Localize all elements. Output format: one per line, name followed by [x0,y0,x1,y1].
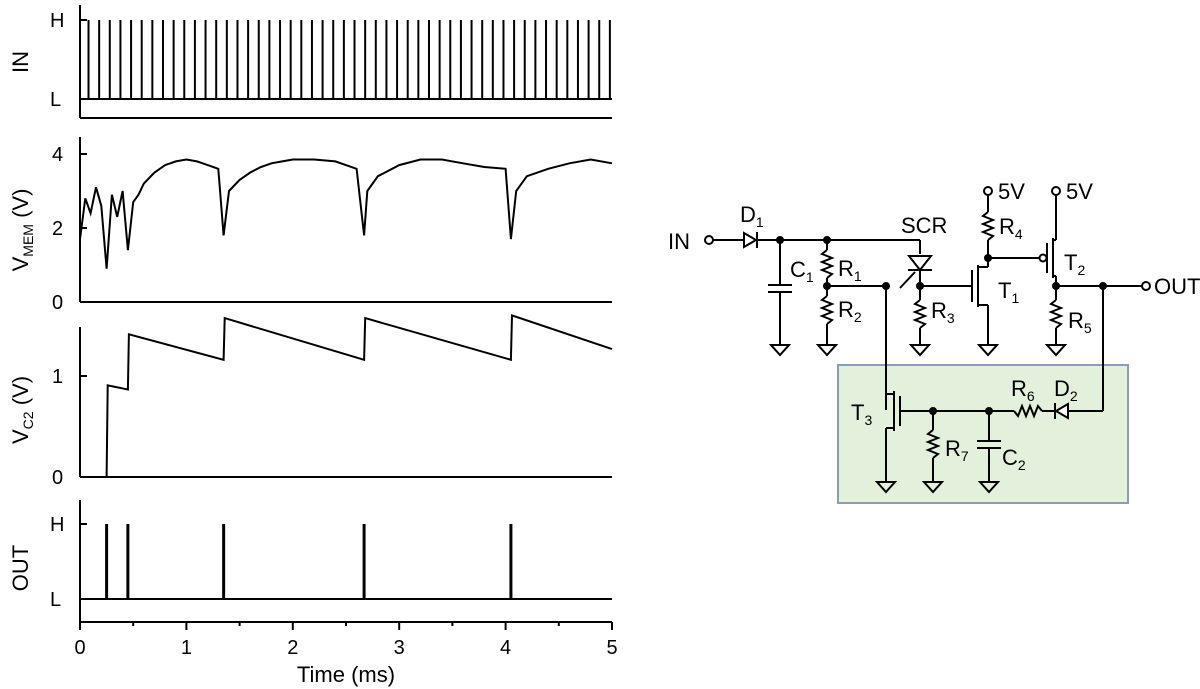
r6-label: R6 [1011,376,1035,404]
t2-gate-bubble [1038,253,1048,263]
r1-resistor-icon [819,249,835,279]
in-tick-label-l: L [50,89,61,111]
t2-label: T2 [1064,250,1085,278]
r2-label: R2 [838,297,862,325]
vmem-series-line [79,158,613,269]
in-tick-label-h: H [50,10,64,32]
d1-diode-icon [743,231,758,249]
ground-icon [908,344,932,357]
r2-resistor-icon [819,295,835,325]
scr-thyristor-icon [899,255,934,289]
time-tick-label: 1 [181,637,192,659]
d2-label: D2 [1054,376,1078,404]
vmem-ylabel: VMEM (V) [8,189,36,272]
vc2-tick-label-1: 1 [52,366,63,388]
panel-vc2: 0 1 VC2 (V) [8,314,613,489]
in-ylabel: IN [8,51,33,73]
out-terminal [1141,281,1151,291]
t1-label: T1 [998,278,1019,306]
c1-label: C1 [790,257,814,285]
supply-1-label: 5V [998,179,1025,204]
in-terminal [704,235,714,245]
vc2-ylabel: VC2 (V) [8,376,36,444]
supply-terminal-1 [983,186,993,196]
circuit-in-label: IN [668,229,690,254]
out-tick-label-h: H [50,514,64,536]
time-tick-label: 5 [606,637,617,659]
t3-transistor-icon [886,391,901,431]
ground-icon [768,344,792,357]
r6-resistor-icon [1013,403,1043,419]
panel-in: H L IN [8,5,612,119]
out-tick-label-l: L [50,589,61,611]
ground-icon [977,481,1001,494]
ground-icon [1044,344,1068,357]
vmem-tick-label-2: 2 [52,218,63,240]
time-tick-label: 3 [394,637,405,659]
in-pulse-train [80,20,612,100]
supply-2-label: 5V [1066,179,1093,204]
r1-label: R1 [838,256,862,284]
time-axis-ticks: 0 1 2 3 4 5 [74,622,618,659]
scr-label: SCR [901,213,947,238]
panel-out: H L OUT 0 1 2 3 4 5 Time (ms) [8,500,618,687]
ground-icon [815,344,839,357]
waveform-plots: H L IN 0 2 4 VMEM (V) 0 1 VC2 (V) [8,5,618,687]
panel-vmem: 0 2 4 VMEM (V) [8,137,613,314]
ground-icon [921,481,945,494]
circuit-schematic [704,186,1151,504]
r7-label: R7 [945,436,969,464]
r4-label: R4 [999,214,1023,242]
vmem-tick-label-0: 0 [52,292,63,314]
time-tick-label: 2 [287,637,298,659]
r5-resistor-icon [1048,299,1064,329]
time-tick-label: 0 [74,637,85,659]
d1-label: D1 [740,202,764,230]
vc2-tick-label-0: 0 [52,467,63,489]
ground-icon [976,344,1000,357]
r5-label: R5 [1068,308,1092,336]
t1-transistor-icon [971,265,988,307]
c2-label: C2 [1002,445,1026,473]
vmem-tick-label-4: 4 [52,144,63,166]
out-ylabel: OUT [8,545,33,591]
vc2-series-line [80,314,613,478]
time-axis-label: Time (ms) [297,662,395,687]
r4-resistor-icon [980,211,996,241]
supply-terminal-2 [1051,186,1061,196]
r3-label: R3 [931,298,955,326]
r3-resistor-icon [912,299,928,329]
out-pulse-train [105,524,513,599]
circuit-labels: IN OUT 5V 5V SCR D1 C1 R1 R2 R3 R4 T1 T2… [668,179,1200,473]
t2-transistor-icon [1046,238,1056,278]
ground-icon [874,481,898,494]
time-tick-label: 4 [500,637,511,659]
t3-label: T3 [851,400,872,428]
circuit-out-label: OUT [1154,274,1200,299]
r7-resistor-icon [925,429,941,459]
